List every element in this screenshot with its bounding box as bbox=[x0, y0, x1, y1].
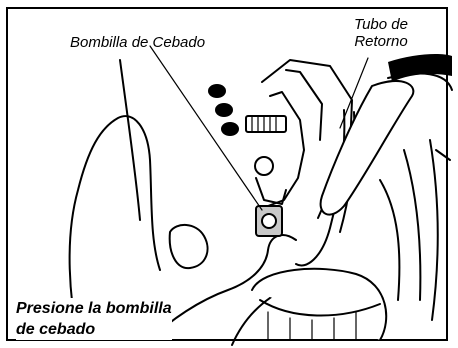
housing-dots bbox=[208, 84, 239, 136]
hand-outline bbox=[68, 115, 161, 341]
instruction-caption: Presione la bombilla de cebado bbox=[16, 298, 172, 340]
handle-band bbox=[388, 54, 452, 82]
instruction-line1: Presione la bombilla bbox=[16, 300, 172, 317]
thumb bbox=[168, 224, 209, 270]
housing-edge bbox=[119, 59, 141, 221]
primer-bulb-label: Bombilla de Cebado bbox=[70, 34, 206, 51]
filter-canister bbox=[251, 267, 388, 341]
return-tube-label-line2: Retorno bbox=[354, 33, 408, 50]
return-tube-label-line1: Tubo de bbox=[354, 16, 408, 33]
primer-bulb-fitting bbox=[254, 156, 274, 176]
return-tube-label: Tubo de Retorno bbox=[350, 16, 412, 50]
handle-grip bbox=[319, 80, 415, 216]
primer-bulb-leader bbox=[149, 45, 263, 211]
instruction-line2: de cebado bbox=[16, 321, 96, 338]
